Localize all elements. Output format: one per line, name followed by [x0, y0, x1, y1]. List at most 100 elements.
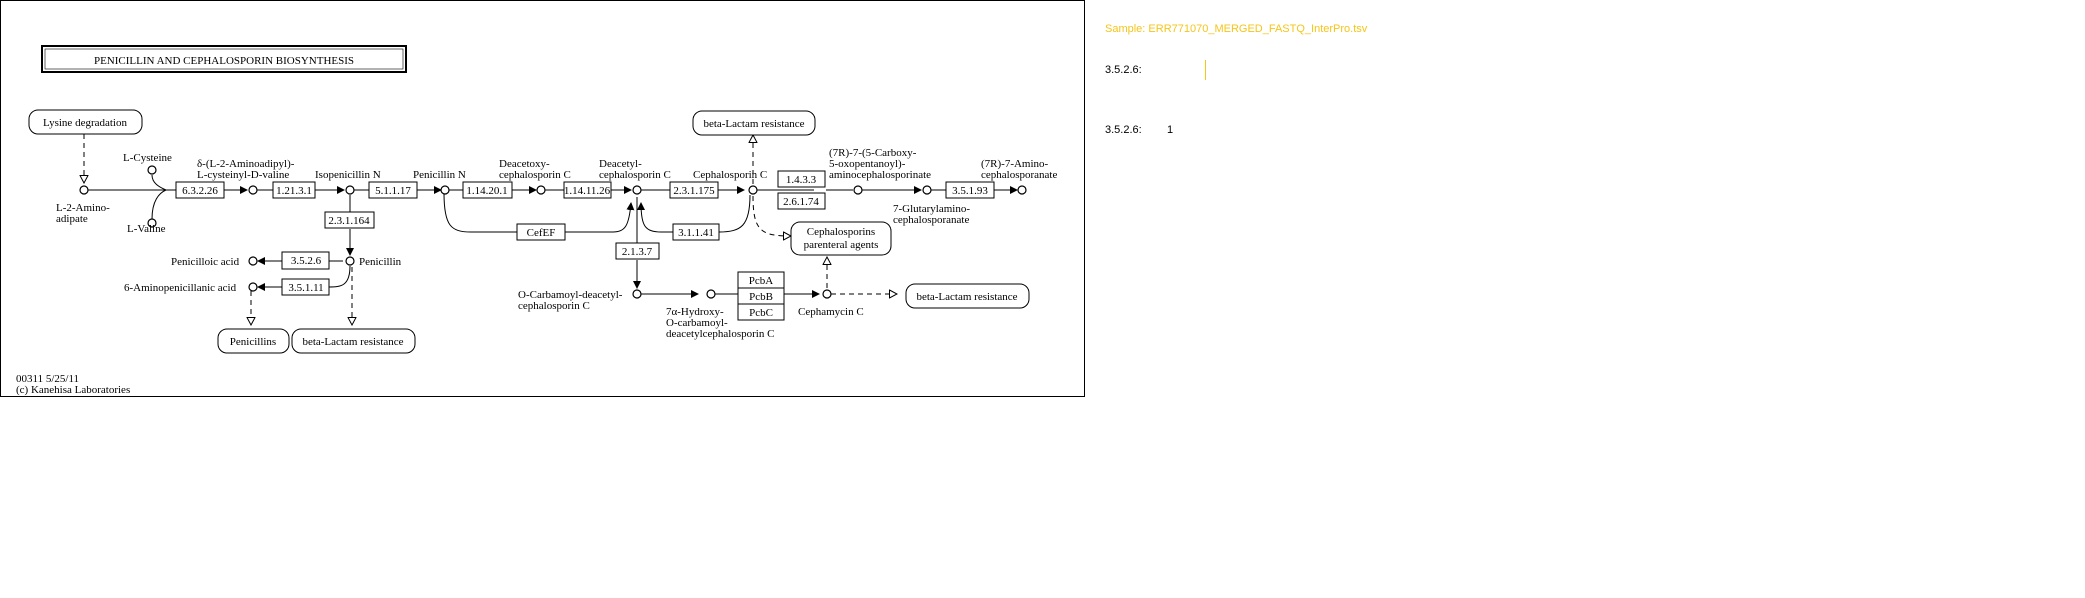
svg-text:Cephamycin C: Cephamycin C	[798, 306, 864, 318]
row-label: 3.5.2.6:	[1105, 64, 1142, 76]
compound-deacetoxycephalosporin-c[interactable]	[536, 185, 546, 195]
enzyme-2-3-1-164[interactable]	[324, 211, 375, 229]
svg-text:1.4.3.3: 1.4.3.3	[786, 174, 817, 186]
svg-text:L-cysteinyl-D-valine: L-cysteinyl-D-valine	[197, 169, 289, 181]
row-value: 1	[1167, 124, 1174, 136]
compound-penicilloic-acid[interactable]	[248, 256, 258, 266]
svg-text:Penicillin: Penicillin	[359, 256, 402, 268]
compound-l-cysteine[interactable]	[147, 165, 157, 175]
map-beta-lactam-right[interactable]	[905, 283, 1030, 309]
compound-7a-hydroxy-carbamoyl[interactable]	[706, 289, 716, 299]
map-beta-lactam-bottom[interactable]	[291, 328, 416, 354]
svg-text:Penicilloic acid: Penicilloic acid	[171, 256, 240, 268]
svg-text:5-oxopentanoyl)-: 5-oxopentanoyl)-	[829, 158, 906, 170]
enzyme-2-6-1-74[interactable]	[777, 192, 826, 210]
enzyme-1-21-3-1[interactable]	[272, 181, 316, 199]
svg-text:Deacetoxy-: Deacetoxy-	[499, 158, 550, 170]
svg-text:5.1.1.17: 5.1.1.17	[375, 185, 411, 197]
map-title: PENICILLIN AND CEPHALOSPORIN BIOSYNTHESI…	[94, 55, 354, 67]
svg-text:1.14.11.26: 1.14.11.26	[564, 185, 611, 197]
compound-glutaryl-aminocephalosporinate[interactable]	[853, 185, 863, 195]
svg-text:aminocephalosporinate: aminocephalosporinate	[829, 169, 931, 181]
enzyme-pcbc[interactable]	[737, 303, 785, 321]
svg-text:7-Glutarylamino-: 7-Glutarylamino-	[893, 203, 970, 215]
map-footer-copyright: (c) Kanehisa Laboratories	[16, 384, 130, 396]
svg-text:2.6.1.74: 2.6.1.74	[783, 196, 819, 208]
svg-text:cephalosporanate: cephalosporanate	[981, 169, 1057, 181]
svg-text:1.21.3.1: 1.21.3.1	[276, 185, 312, 197]
svg-text:cephalosporin C: cephalosporin C	[499, 169, 571, 181]
svg-text:Penicillin N: Penicillin N	[413, 169, 466, 181]
enzyme-3-1-1-41[interactable]	[672, 223, 720, 241]
compound-acv[interactable]	[248, 185, 258, 195]
svg-text:beta-Lactam resistance: beta-Lactam resistance	[916, 291, 1017, 303]
svg-text:Isopenicillin N: Isopenicillin N	[315, 169, 381, 181]
enzyme-1-4-3-3[interactable]	[777, 170, 826, 188]
enzyme-6-3-2-26[interactable]	[175, 181, 225, 199]
svg-text:3.1.1.41: 3.1.1.41	[678, 227, 714, 239]
svg-text:cephalosporin C: cephalosporin C	[599, 169, 671, 181]
compound-isopenicillin-n[interactable]	[345, 185, 355, 195]
map-cephalosporins-parenteral[interactable]	[790, 221, 892, 256]
compound-deacetylcephalosporin-c[interactable]	[632, 185, 642, 195]
svg-text:CefEF: CefEF	[527, 227, 556, 239]
compound-l-valine[interactable]	[147, 218, 157, 228]
svg-text:7α-Hydroxy-: 7α-Hydroxy-	[666, 306, 724, 318]
compound-penicillin[interactable]	[345, 256, 355, 266]
svg-text:O-Carbamoyl-deacetyl-: O-Carbamoyl-deacetyl-	[518, 289, 623, 301]
compound-7-aminocephalosporanate[interactable]	[1017, 185, 1027, 195]
sample-label: Sample: ERR771070_MERGED_FASTQ_InterPro.…	[1105, 23, 1368, 35]
svg-text:2.1.3.7: 2.1.3.7	[622, 246, 653, 258]
enzyme-2-3-1-175[interactable]	[669, 181, 719, 199]
enzyme-3-5-1-11[interactable]	[281, 278, 330, 296]
compound-cephamycin-c[interactable]	[822, 289, 832, 299]
enzyme-2-1-3-7[interactable]	[615, 242, 660, 260]
svg-text:cephalosporanate: cephalosporanate	[893, 214, 969, 226]
enzyme-5-1-1-17[interactable]	[368, 181, 418, 199]
svg-text:6-Aminopenicillanic acid: 6-Aminopenicillanic acid	[124, 282, 237, 294]
sample-panel: Sample: ERR771070_MERGED_FASTQ_InterPro.…	[1085, 0, 2085, 598]
svg-text:3.5.2.6: 3.5.2.6	[291, 255, 322, 267]
pathway-map: PENICILLIN AND CEPHALOSPORIN BIOSYNTHESI…	[0, 0, 1085, 397]
compound-penicillin-n[interactable]	[440, 185, 450, 195]
svg-text:6.3.2.26: 6.3.2.26	[182, 185, 218, 197]
svg-text:PcbA: PcbA	[749, 275, 774, 287]
compound-7-glutarylaminocephalosporanate[interactable]	[922, 185, 932, 195]
svg-text:deacetylcephalosporin C: deacetylcephalosporin C	[666, 328, 774, 340]
svg-text:cephalosporin C: cephalosporin C	[518, 300, 590, 312]
compound-cephalosporin-c[interactable]	[748, 185, 758, 195]
svg-text:Deacetyl-: Deacetyl-	[599, 158, 642, 170]
svg-text:PcbC: PcbC	[749, 307, 773, 319]
map-footer-id: 00311 5/25/11	[16, 373, 79, 385]
svg-text:2.3.1.175: 2.3.1.175	[673, 185, 715, 197]
svg-text:adipate: adipate	[56, 213, 88, 225]
svg-text:L-2-Amino-: L-2-Amino-	[56, 202, 110, 214]
compound-l-2-aminoadipate[interactable]	[79, 185, 89, 195]
svg-text:Penicillins: Penicillins	[230, 336, 276, 348]
map-beta-lactam-top[interactable]	[692, 110, 816, 136]
svg-text:parenteral agents: parenteral agents	[804, 239, 879, 251]
map-penicillins[interactable]	[217, 328, 290, 354]
enzyme-cefef[interactable]	[516, 223, 566, 241]
svg-text:beta-Lactam resistance: beta-Lactam resistance	[302, 336, 403, 348]
compound-6-aminopenicillanic-acid[interactable]	[248, 282, 258, 292]
map-lysine-degradation[interactable]	[28, 109, 143, 135]
svg-text:(7R)-7-Amino-: (7R)-7-Amino-	[981, 158, 1049, 170]
svg-text:Cephalosporins: Cephalosporins	[807, 226, 875, 238]
svg-text:PcbB: PcbB	[749, 291, 773, 303]
svg-text:δ-(L-2-Aminoadipyl)-: δ-(L-2-Aminoadipyl)-	[197, 158, 295, 170]
svg-text:O-carbamoyl-: O-carbamoyl-	[666, 317, 728, 329]
enzyme-3-5-2-6[interactable]	[281, 251, 330, 270]
svg-text:3.5.1.11: 3.5.1.11	[288, 282, 323, 294]
svg-text:Lysine degradation: Lysine degradation	[43, 117, 128, 129]
compound-o-carbamoyl-deacetylcephalosporin-c[interactable]	[632, 289, 642, 299]
enzyme-1-14-20-1[interactable]	[462, 181, 513, 199]
row-label: 3.5.2.6:	[1105, 124, 1142, 136]
title-box	[41, 45, 407, 73]
svg-text:L-Cysteine: L-Cysteine	[123, 152, 172, 164]
enzyme-1-14-11-26[interactable]	[563, 181, 612, 199]
enzyme-3-5-1-93[interactable]	[945, 181, 995, 199]
svg-text:(7R)-7-(5-Carboxy-: (7R)-7-(5-Carboxy-	[829, 147, 917, 159]
svg-text:3.5.1.93: 3.5.1.93	[952, 185, 988, 197]
svg-text:2.3.1.164: 2.3.1.164	[328, 215, 370, 227]
